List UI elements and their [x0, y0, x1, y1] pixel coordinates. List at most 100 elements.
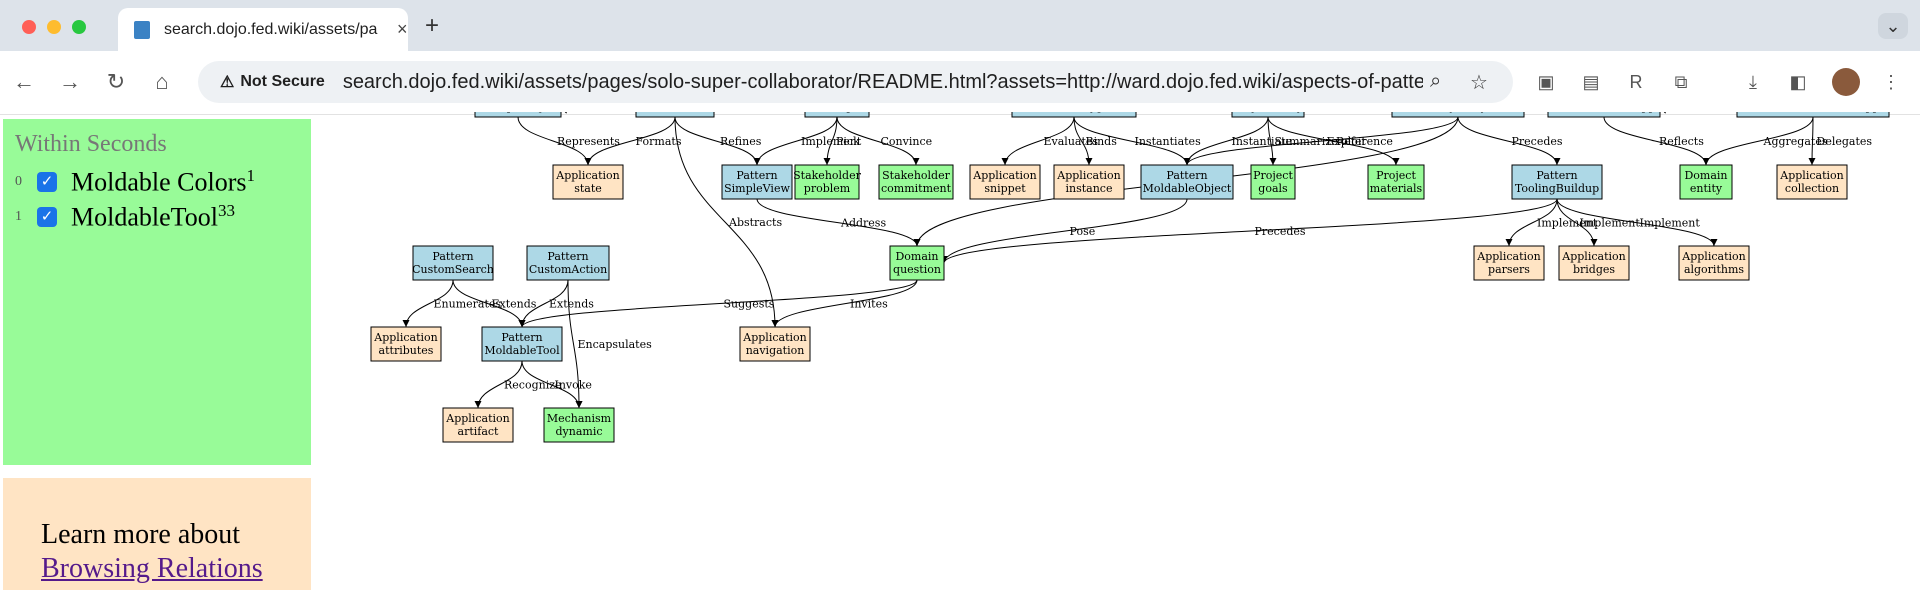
edge-line: [1556, 198, 1718, 247]
edge-line: [1603, 116, 1710, 166]
bookmark-star-icon[interactable]: ☆: [1470, 72, 1488, 94]
learn-more-panel: Learn more about Browsing Relations: [3, 478, 311, 590]
node-box: [481, 326, 563, 362]
home-button[interactable]: ⌂: [155, 69, 169, 94]
node-box: [1679, 164, 1733, 200]
edge-blindspot-stakecommit: Convince: [836, 116, 932, 166]
edge-contextual-appinstance: Binds: [1073, 116, 1117, 166]
edge-throwaway-moldableobject: Exploit: [1183, 116, 1459, 166]
tab-close-button[interactable]: ×: [397, 19, 408, 39]
edge-line: [1267, 116, 1277, 166]
edge-throwaway-toolingbuildup: Precedes: [1457, 116, 1563, 166]
node-box: [1678, 245, 1750, 281]
node-box: [552, 164, 624, 200]
edge-label: Formats: [636, 135, 682, 148]
browsing-relations-link[interactable]: Browsing Relations: [41, 553, 263, 584]
relations-graph: CreatesExtendsRepresentsFormatsRefinesAb…: [370, 112, 1893, 443]
url-text[interactable]: search.dojo.fed.wiki/assets/pages/solo-s…: [342, 70, 1423, 93]
minimize-window-button[interactable]: [47, 20, 61, 34]
node-box: [1776, 164, 1848, 200]
new-tab-button[interactable]: +: [425, 12, 440, 39]
edge-line: [771, 279, 918, 328]
node-throwaway[interactable]: PatternThrowawayAnalysisTool: [1391, 112, 1525, 118]
node-label: SimpleView: [724, 182, 790, 195]
edge-line: [584, 116, 676, 166]
edge-line: [1183, 116, 1269, 166]
download-icon[interactable]: ⤓: [1749, 72, 1757, 92]
checkbox-moldable-tool[interactable]: ✓: [37, 206, 57, 227]
address-bar[interactable]: ⚠ Not Secure search.dojo.fed.wiki/assets…: [198, 61, 1513, 103]
node-box: [1231, 112, 1305, 118]
reload-button[interactable]: ↻: [106, 69, 126, 94]
profile-avatar[interactable]: [1832, 68, 1860, 96]
node-label: Stakeholder: [793, 169, 861, 182]
node-label: Application: [972, 169, 1036, 182]
node-box: [1736, 112, 1890, 118]
edge-domainquestion-moldabletool: Suggests: [518, 279, 918, 328]
node-box: [1140, 164, 1234, 200]
zoom-icon[interactable]: ⌕: [1430, 70, 1442, 92]
node-contextual[interactable]: PatternContextualPlayground: [1011, 112, 1137, 118]
edge-line: [1073, 116, 1093, 166]
lineup-panel: Within Seconds 0 ✓ Moldable Colors1 1 ✓ …: [3, 119, 311, 465]
node-label: ToolingBuildup: [1515, 182, 1599, 195]
edge-label: Refines: [720, 135, 762, 148]
node-box: [969, 164, 1041, 200]
node-customview[interactable]: PatternCustomView: [635, 112, 715, 118]
maximize-window-button[interactable]: [72, 20, 86, 34]
extensions-puzzle-icon[interactable]: ⧉: [1674, 72, 1688, 92]
edge-label: Precedes: [1512, 135, 1563, 148]
edge-customview-appnavigation: Abstracts: [674, 116, 782, 328]
security-indicator[interactable]: ⚠ Not Secure: [208, 67, 337, 97]
node-label: Pattern: [1536, 169, 1577, 182]
edge-domainquestion-appnavigation: Invites: [771, 279, 918, 328]
node-datawrapper[interactable]: PatternMoldableDataWrapper: [1541, 112, 1669, 118]
node-label: ProjectDiary: [1233, 112, 1304, 113]
extension-screen-icon[interactable]: ▤: [1582, 72, 1600, 92]
forward-button[interactable]: →: [59, 69, 81, 94]
node-label: Pattern: [432, 250, 473, 263]
active-tab[interactable]: search.dojo.fed.wiki/assets/pa ×: [118, 8, 408, 51]
extension-b-icon[interactable]: ▣: [1537, 72, 1555, 92]
node-blindspot[interactable]: PatternBlindSpot: [804, 112, 870, 118]
extension-r-icon[interactable]: R: [1629, 72, 1643, 92]
edge-line: [753, 116, 838, 166]
item-label: MoldableTool33: [71, 200, 235, 232]
edge-line: [518, 279, 918, 328]
side-panel-icon[interactable]: ◧: [1789, 72, 1807, 92]
node-projectdiary[interactable]: PatternProjectDiary: [1231, 112, 1305, 118]
edge-line: [521, 360, 583, 409]
edge-line: [940, 198, 1188, 264]
checkbox-moldable-colors[interactable]: ✓: [37, 171, 57, 192]
back-button[interactable]: ←: [13, 69, 35, 94]
node-label: navigation: [746, 344, 805, 357]
chevron-down-icon[interactable]: ⌄: [1878, 13, 1908, 39]
menu-kebab-icon[interactable]: ⋮: [1882, 72, 1900, 92]
node-collwrapper[interactable]: PatternMoldableCollectionWrapper: [1735, 112, 1893, 118]
node-exampleobject[interactable]: PatternExampleObject: [474, 112, 562, 118]
close-window-button[interactable]: [22, 20, 36, 34]
